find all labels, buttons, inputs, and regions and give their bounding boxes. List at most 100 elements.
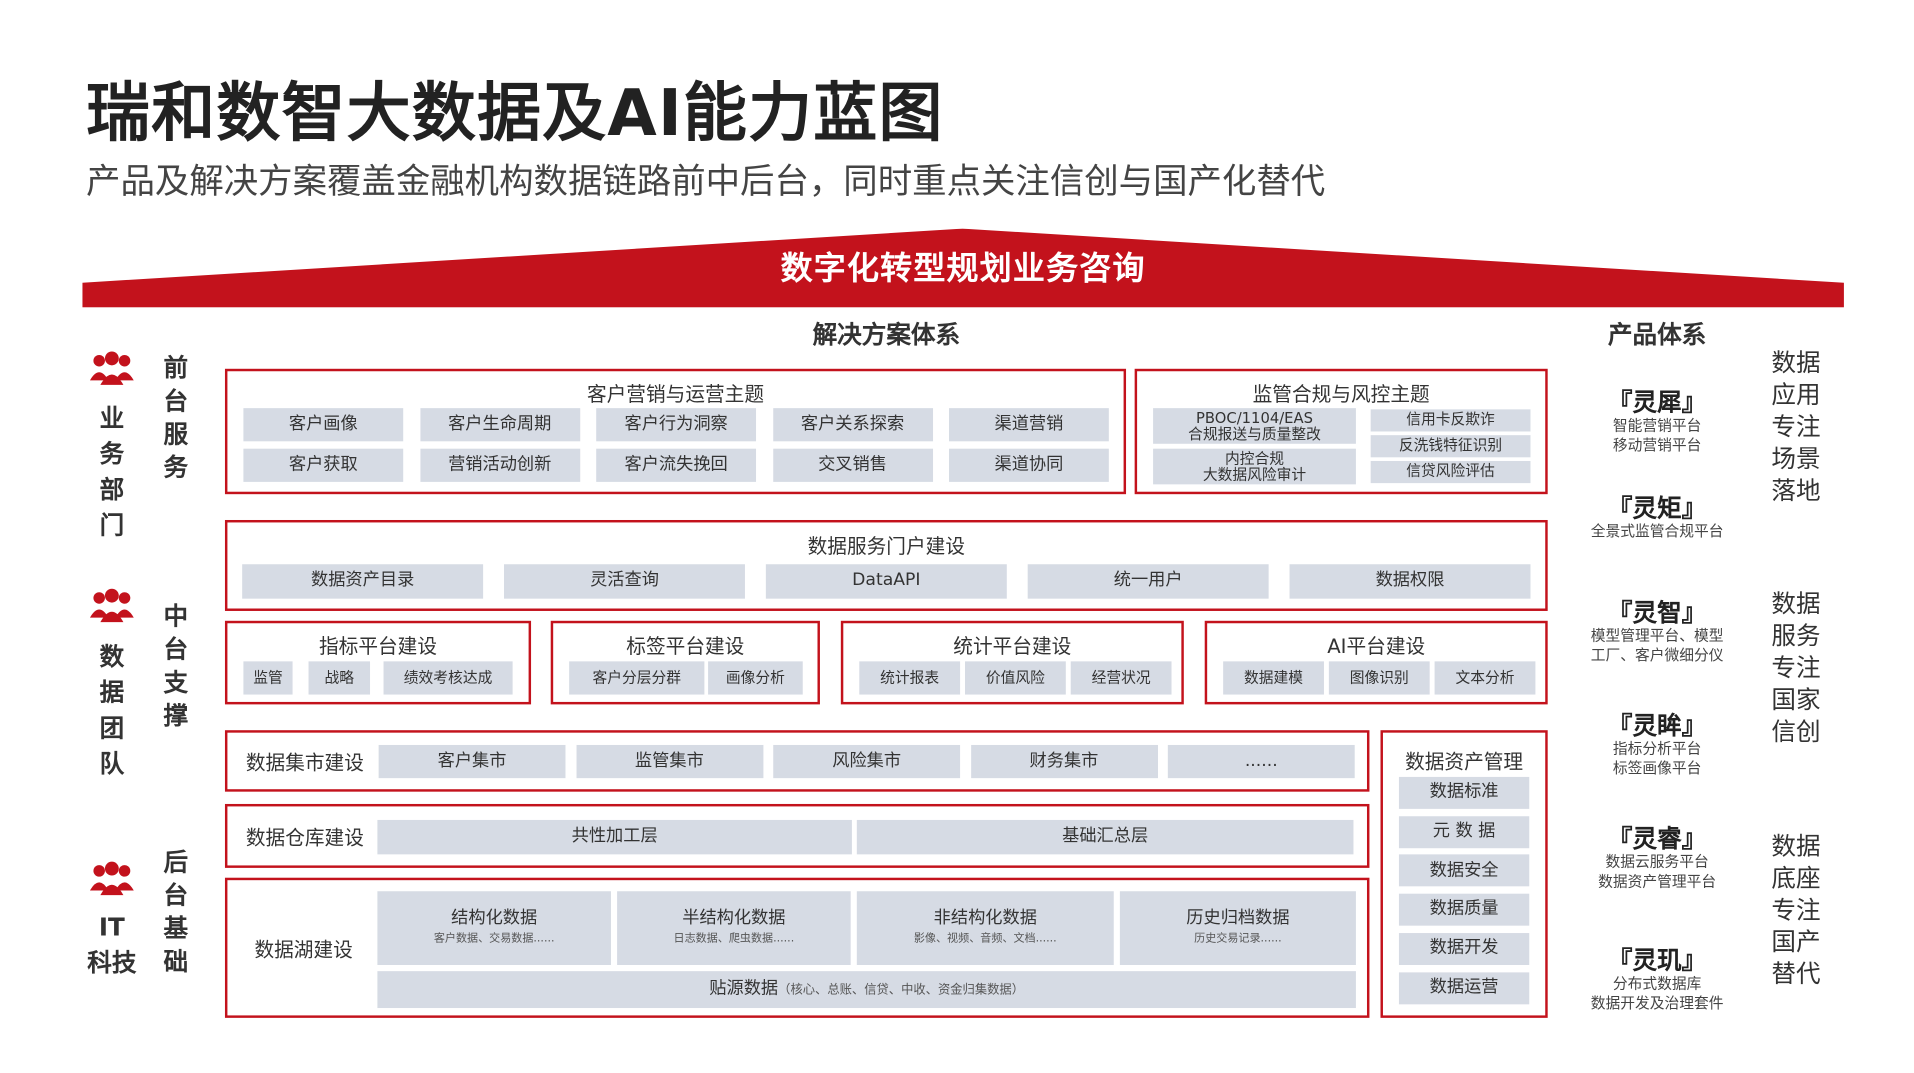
data-lake-label: 数据湖建设: [254, 937, 353, 962]
layer-label-line: 台: [163, 880, 189, 910]
page-subtitle: 产品及解决方案覆盖金融机构数据链路前中后台，同时重点关注信创与国产化替代: [86, 161, 1326, 202]
lake-item: 历史归档数据历史交易记录......: [1119, 891, 1356, 966]
lake-item-name: 历史归档数据: [1186, 908, 1290, 929]
department-name-line: 门: [99, 510, 125, 540]
value-statement-line: 底座: [1771, 862, 1821, 893]
solutions-heading: 解决方案体系: [812, 319, 961, 350]
value-statement-line: 数据: [1771, 588, 1821, 619]
department-name: 数据团队: [81, 639, 142, 782]
product-desc: 模型管理平台、模型工厂、客户微细分仪: [1565, 626, 1749, 665]
regulatory-item: 内控合规大数据风险审计: [1153, 448, 1356, 485]
department-name-line: 科技: [87, 947, 137, 978]
marketing-theme-title: 客户营销与运营主题: [586, 382, 765, 406]
asset-management-title: 数据资产管理: [1405, 749, 1524, 774]
value-statement-line: 专注: [1771, 652, 1821, 683]
platform-box: 标签平台建设客户分层分群画像分析: [550, 620, 820, 705]
department-name-line: 据: [99, 677, 125, 707]
asset-management-item: 数据标准: [1398, 776, 1530, 809]
platform-item: 统计报表: [859, 661, 961, 695]
value-statement-line: 服务: [1771, 620, 1821, 651]
product-desc: 分布式数据库数据开发及治理套件: [1565, 974, 1749, 1013]
mart-item: 财务集市: [970, 744, 1158, 779]
marketing-item: 客户生命周期: [419, 408, 580, 442]
platform-item: 文本分析: [1434, 661, 1536, 695]
value-statement-line: 场景: [1771, 443, 1821, 474]
layer-label-line: 前: [163, 352, 189, 383]
marketing-item: 渠道协同: [949, 448, 1109, 482]
team-icon: [89, 351, 134, 385]
source-data-name: 贴源数据: [709, 978, 779, 999]
page-title: 瑞和数智大数据及AI能力蓝图: [86, 77, 944, 152]
data-lake-box: 数据湖建设 结构化数据客户数据、交易数据...... 半结构化数据日志数据、爬虫数…: [224, 877, 1370, 1018]
asset-management-item: 数据运营: [1398, 971, 1530, 1004]
platform-item: 绩效考核达成: [383, 661, 513, 695]
product-name: 『灵睿』: [1607, 823, 1707, 854]
warehouse-item: 共性加工层: [377, 819, 852, 855]
platform-item: 战略: [308, 661, 371, 695]
marketing-item: 交叉销售: [772, 448, 933, 482]
product-desc-line: 数据云服务平台: [1605, 853, 1709, 871]
platform-item: 数据建模: [1223, 661, 1324, 695]
platform-item: 客户分层分群: [569, 661, 705, 695]
layer-label: 中台支撑: [151, 600, 200, 733]
asset-management-item: 数据安全: [1398, 854, 1530, 887]
product-desc: 全景式监管合规平台: [1565, 521, 1749, 541]
department-name-line: 部: [99, 474, 125, 505]
value-statement-line: 应用: [1771, 379, 1821, 410]
source-data-desc: （核心、总账、信贷、中收、资金归集数据）: [778, 982, 1025, 997]
regulatory-item: 信用卡反欺诈: [1370, 409, 1531, 432]
product-desc: 智能营销平台移动营销平台: [1565, 416, 1749, 455]
source-data-chip: 贴源数据 （核心、总账、信贷、中收、资金归集数据）: [377, 971, 1356, 1009]
department-name-line: 务: [99, 438, 125, 469]
layer-label-line: 后: [163, 846, 189, 877]
data-portal-title: 数据服务门户建设: [807, 534, 966, 559]
regulatory-item-line2: 合规报送与质量整改: [1188, 424, 1321, 442]
lake-item-name: 结构化数据: [451, 908, 538, 929]
mart-item: 风险集市: [773, 744, 961, 779]
layer-label-line: 服: [163, 419, 189, 449]
asset-management-box: 数据资产管理 数据标准元 数 据数据安全数据质量数据开发数据运营: [1380, 730, 1548, 1018]
product-desc: 数据云服务平台数据资产管理平台: [1565, 852, 1749, 891]
portal-item: DataAPI: [765, 564, 1007, 599]
value-statement-line: 专注: [1771, 894, 1821, 925]
regulatory-item: 反洗钱特征识别: [1370, 435, 1531, 458]
platform-box: 指标平台建设监管战略绩效考核达成: [224, 620, 532, 705]
department-name-line: 业: [99, 403, 125, 433]
platform-item: 监管: [243, 661, 293, 695]
value-statement-line: 信创: [1771, 716, 1821, 747]
product-name: 『灵矩』: [1607, 492, 1707, 523]
department-name-line: 团: [99, 712, 125, 743]
asset-management-item: 数据开发: [1398, 932, 1530, 965]
roof-banner: [82, 228, 1844, 308]
marketing-item: 客户行为洞察: [596, 408, 757, 442]
lake-item-desc: 客户数据、交易数据......: [433, 932, 555, 946]
products-heading: 产品体系: [1607, 319, 1707, 350]
value-statement-line: 专注: [1771, 411, 1821, 442]
platform-item: 画像分析: [708, 661, 803, 695]
marketing-item: 客户关系探索: [772, 408, 933, 442]
value-statement-line: 国产: [1771, 926, 1821, 957]
team-icon: [89, 588, 134, 623]
product-desc-line: 智能营销平台: [1612, 416, 1702, 434]
warehouse-item: 基础汇总层: [856, 819, 1354, 855]
portal-item: 数据权限: [1289, 564, 1531, 599]
platform-title: AI平台建设: [1327, 634, 1426, 658]
platform-item: 经营状况: [1070, 661, 1172, 695]
platform-item: 价值风险: [965, 661, 1066, 695]
regulatory-item-line1: 内控合规: [1224, 449, 1285, 467]
marketing-item: 客户画像: [243, 408, 404, 442]
product-name: 『灵智』: [1607, 597, 1707, 627]
layer-label: 前台服务: [151, 352, 200, 485]
marketing-theme-box: 客户营销与运营主题 客户画像客户生命周期客户行为洞察客户关系探索渠道营销客户获取…: [224, 368, 1127, 495]
lake-item-name: 非结构化数据: [933, 908, 1037, 929]
portal-item: 灵活查询: [504, 564, 745, 599]
value-statement-line: 落地: [1771, 475, 1821, 506]
platform-box: 统计平台建设统计报表价值风险经营状况: [840, 620, 1184, 705]
layer-label-line: 务: [163, 452, 189, 482]
lake-item-desc: 日志数据、爬虫数据......: [673, 932, 795, 946]
layer-label-line: 支: [163, 667, 189, 698]
mart-item: 监管集市: [575, 744, 763, 779]
marketing-item: 客户获取: [243, 448, 404, 482]
lake-item-name: 半结构化数据: [682, 908, 786, 929]
